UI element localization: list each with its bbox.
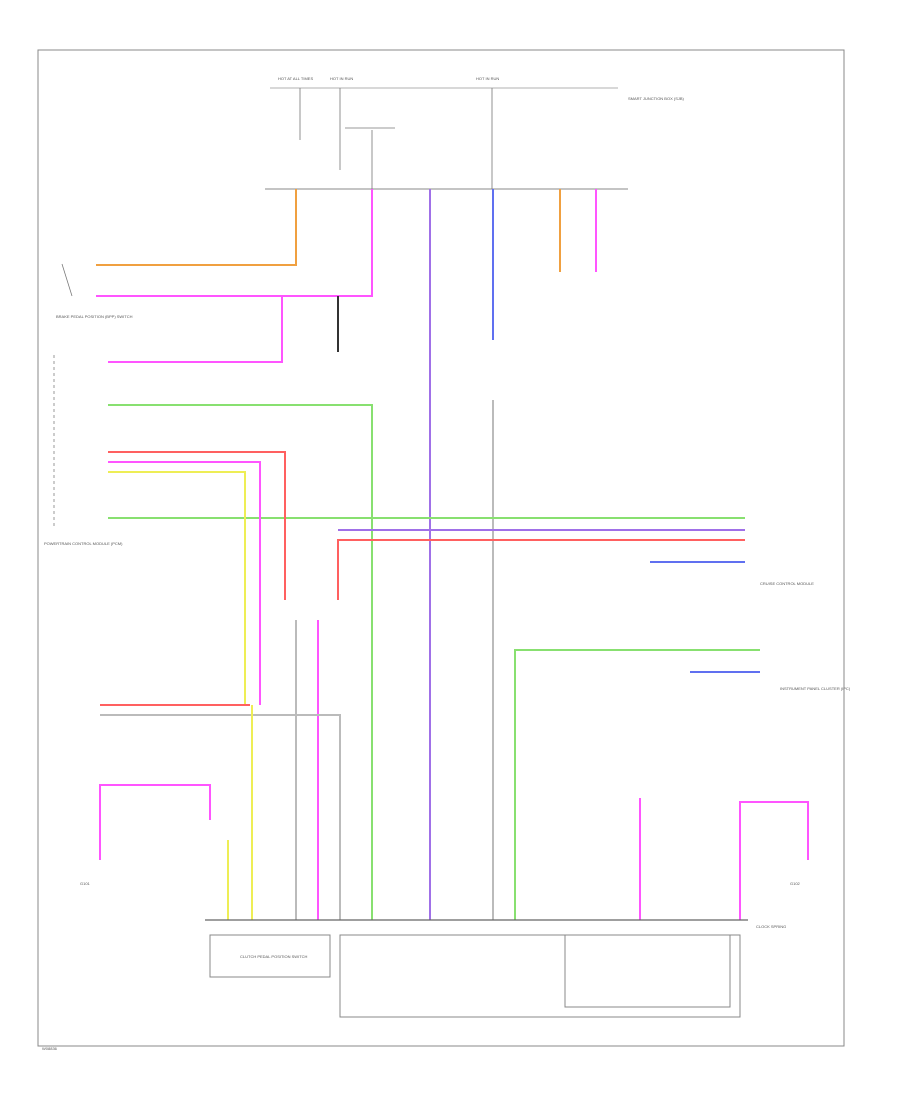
smart-junction-box-label: SMART JUNCTION BOX (SJB): [628, 96, 685, 101]
diagram-border: [37, 49, 845, 1047]
right-ground-pink-wire: [739, 801, 809, 920]
pink-wire-2: [108, 461, 261, 705]
brake-switch-contact: [61, 263, 73, 297]
figure-code: W08836: [42, 1046, 58, 1051]
top-label-mid: HOT IN RUN: [330, 76, 353, 81]
cruise-switch-box: [339, 934, 741, 1018]
clutch-switch-box: [209, 934, 331, 978]
top-label-left: HOT AT ALL TIMES: [278, 76, 313, 81]
green-wire-1: [108, 404, 373, 920]
pink-wire-top: [96, 189, 373, 297]
green-wire-3: [514, 649, 760, 920]
right-ground-label: G102: [790, 881, 801, 886]
brake-switch-label: BRAKE PEDAL POSITION (BPP) SWITCH: [56, 314, 133, 319]
clutch-switch-label: CLUTCH PEDAL POSITION SWITCH: [240, 954, 308, 959]
left-ground-label: G101: [80, 881, 91, 886]
pcm-pink-wire: [108, 296, 283, 363]
red-wire-1: [108, 451, 286, 600]
gray-wire-3: [100, 714, 341, 920]
orange-wire: [96, 189, 297, 266]
left-ground-pink-wire: [99, 784, 211, 860]
cruise-module-label: CRUISE CONTROL MODULE: [760, 581, 814, 586]
bottom-right-label: CLOCK SPRING: [756, 924, 786, 929]
ipc-internal-box: [564, 934, 731, 1008]
top-label-right: HOT IN RUN: [476, 76, 499, 81]
yellow-wire-1: [108, 471, 246, 705]
instrument-cluster-label: INSTRUMENT PANEL CLUSTER (IPC): [780, 686, 851, 691]
pcm-label: POWERTRAIN CONTROL MODULE (PCM): [44, 541, 123, 546]
red-wire-2: [337, 539, 745, 600]
